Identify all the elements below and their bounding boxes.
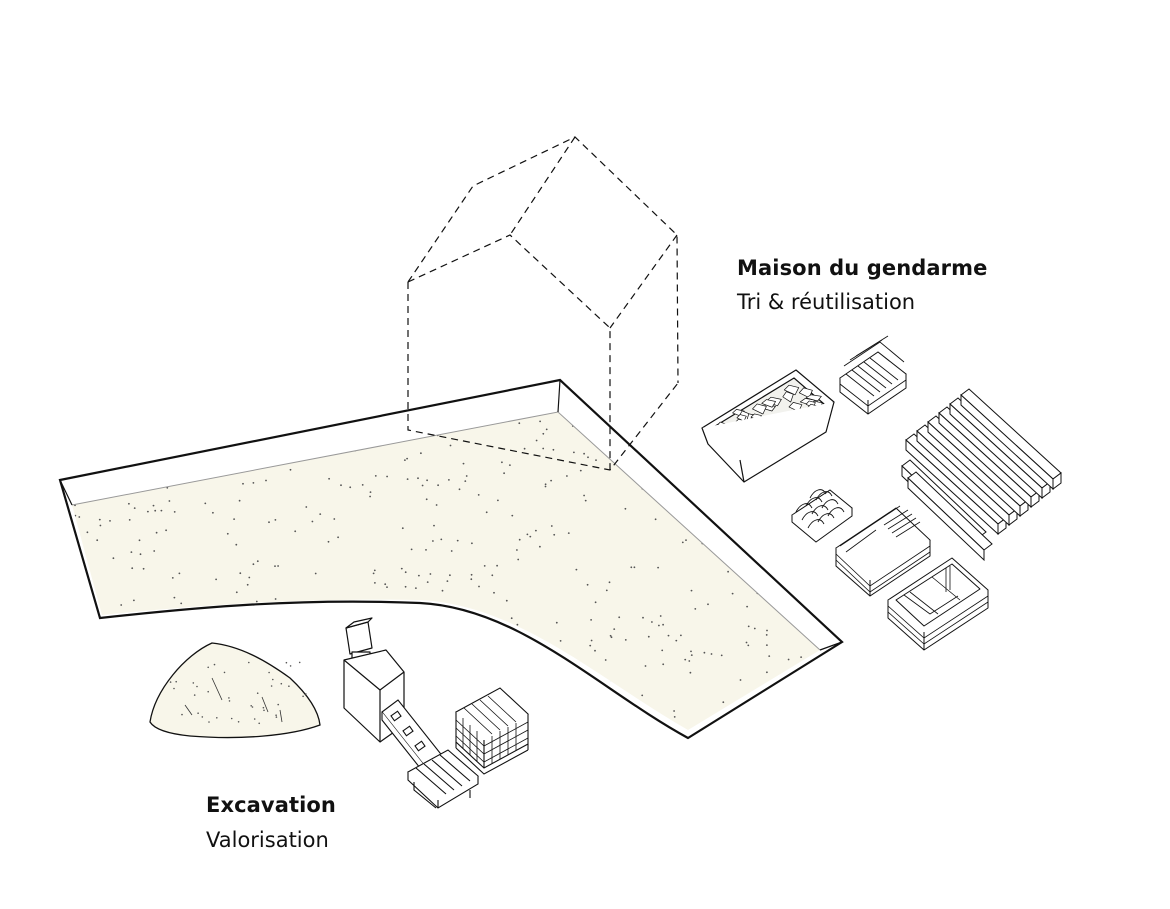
maison-title: Maison du gendarme <box>737 256 988 280</box>
brick-pallet-icon <box>455 687 529 775</box>
storage-crate-icon <box>887 557 989 651</box>
excavation-title: Excavation <box>206 793 336 817</box>
soil-heap-icon <box>149 642 321 739</box>
roof-tiles-icon <box>791 489 853 543</box>
timber-beams-icon <box>901 388 1062 562</box>
wood-stack-icon <box>839 335 907 415</box>
rubble-container-icon <box>701 369 835 483</box>
board-stack-icon <box>835 505 931 597</box>
empty-pallet-icon <box>407 749 479 809</box>
maison-subtitle: Tri & réutilisation <box>737 290 916 314</box>
dashed-house-outline-icon <box>407 136 679 471</box>
excavation-subtitle: Valorisation <box>206 828 329 852</box>
